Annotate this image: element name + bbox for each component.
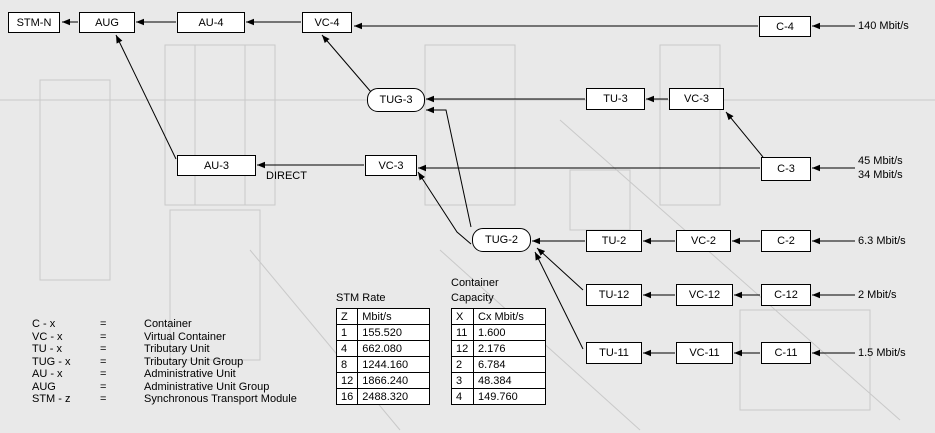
legend-row: TUG - x = Tributary Unit Group <box>32 356 297 369</box>
table-header-cell: X <box>451 308 474 325</box>
c-4-box: C-4 <box>759 16 811 37</box>
table-cell: 48.384 <box>473 372 546 389</box>
stm-n-box: STM-N <box>8 12 60 33</box>
table-cell: 2 <box>451 356 474 373</box>
table-cell: 149.760 <box>473 388 546 405</box>
table-cell: 4 <box>335 340 359 357</box>
legend-desc: Virtual Container <box>144 330 226 343</box>
table-cell: 4 <box>451 388 474 405</box>
table-cell: 12 <box>451 340 474 357</box>
legend-row: AU - x = Administrative Unit <box>32 368 297 381</box>
legend-eq: = <box>100 330 107 343</box>
table-cell: 16 <box>335 388 359 405</box>
table-cell: 2488.320 <box>357 388 431 405</box>
table-cell: 155.520 <box>357 324 431 341</box>
rate-c2: 6.3 Mbit/s <box>858 235 906 247</box>
tu-3-box: TU-3 <box>586 88 645 110</box>
rate-c11: 1.5 Mbit/s <box>858 347 906 359</box>
legend-row: TU - x = Tributary Unit <box>32 343 297 356</box>
table-cell: 1 <box>335 324 359 341</box>
legend-abbr: STM - z <box>32 393 71 405</box>
legend-row: C - x = Container <box>32 318 297 331</box>
c-3-box: C-3 <box>761 157 811 181</box>
legend-eq: = <box>100 368 107 380</box>
legend-abbr: TUG - x <box>32 355 71 368</box>
legend-abbr: AUG <box>32 380 56 393</box>
direct-label: DIRECT <box>266 170 307 182</box>
tu-12-box: TU-12 <box>586 284 642 306</box>
legend-desc: Container <box>144 318 192 330</box>
table-cell: 12 <box>335 372 359 389</box>
legend-row: VC - x = Virtual Container <box>32 331 297 344</box>
c-12-box: C-12 <box>761 284 811 306</box>
table-header-cell: Mbit/s <box>357 308 431 325</box>
legend-eq: = <box>100 393 107 405</box>
au-4-box: AU-4 <box>177 12 245 33</box>
c-11-box: C-11 <box>761 342 811 364</box>
tu-2-box: TU-2 <box>586 230 642 252</box>
legend-eq: = <box>100 380 107 393</box>
au-3-box: AU-3 <box>177 155 256 176</box>
table-cell: 6.784 <box>473 356 546 373</box>
aug-box: AUG <box>79 12 135 33</box>
legend-eq: = <box>100 318 107 330</box>
legend-desc: Synchronous Transport Module <box>144 393 297 405</box>
tug-2-box: TUG-2 <box>472 228 531 252</box>
table-cell: 1866.240 <box>357 372 431 389</box>
rate-c4: 140 Mbit/s <box>858 20 909 32</box>
vc-12-box: VC-12 <box>676 284 733 306</box>
legend-desc: Administrative Unit <box>144 368 236 380</box>
table-cell: 2.176 <box>473 340 546 357</box>
table-cell: 662.080 <box>357 340 431 357</box>
table-cell: 1244.160 <box>357 356 431 373</box>
vc-4-box: VC-4 <box>302 12 352 33</box>
legend-desc: Tributary Unit Group <box>144 355 244 368</box>
table-cell: 8 <box>335 356 359 373</box>
c-2-box: C-2 <box>761 230 811 252</box>
container-capacity-caption-1: Container <box>451 277 499 289</box>
legend-desc: Administrative Unit Group <box>144 380 270 393</box>
table-header-cell: Cx Mbit/s <box>473 308 546 325</box>
legend-abbr: TU - x <box>32 343 62 355</box>
table-cell: 3 <box>451 372 474 389</box>
rate-c3-b: 34 Mbit/s <box>858 169 903 181</box>
legend-abbr: C - x <box>32 318 56 330</box>
legend-row: STM - z = Synchronous Transport Module <box>32 393 297 406</box>
table-header-cell: Z <box>335 308 359 325</box>
vc-3-top-box: VC-3 <box>669 88 724 110</box>
tu-11-box: TU-11 <box>586 342 642 364</box>
rate-c3-a: 45 Mbit/s <box>858 155 903 167</box>
legend-eq: = <box>100 343 107 355</box>
abbreviation-legend: C - x = Container VC - x = Virtual Container… <box>32 318 297 406</box>
legend-eq: = <box>100 355 107 368</box>
legend-row: AUG = Administrative Unit Group <box>32 381 297 394</box>
vc-2-box: VC-2 <box>676 230 731 252</box>
legend-desc: Tributary Unit <box>144 343 210 355</box>
table-cell: 1.600 <box>473 324 546 341</box>
container-capacity-caption-2: Capacity <box>451 292 494 304</box>
tug-3-box: TUG-3 <box>367 88 425 112</box>
vc-11-box: VC-11 <box>676 342 733 364</box>
stm-rate-caption: STM Rate <box>336 292 386 304</box>
rate-c12: 2 Mbit/s <box>858 289 897 301</box>
vc-3-mid-box: VC-3 <box>365 155 417 176</box>
legend-abbr: AU - x <box>32 368 63 380</box>
legend-abbr: VC - x <box>32 330 63 343</box>
table-cell: 11 <box>451 324 474 341</box>
